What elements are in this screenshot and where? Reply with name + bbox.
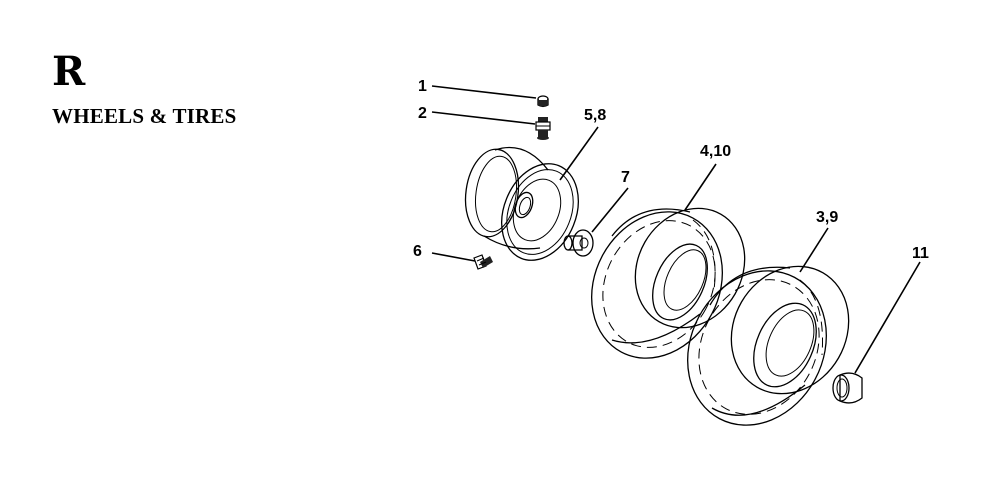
callout-1: 1 <box>418 78 427 95</box>
section-title: WHEELS & TIRES <box>52 104 237 128</box>
bushing-part <box>563 229 594 257</box>
callout-7: 7 <box>621 169 630 186</box>
tire-small-part <box>591 207 746 359</box>
grease-fitting-part <box>473 254 493 270</box>
tire-large-part <box>687 265 850 426</box>
callout-2: 2 <box>418 105 427 122</box>
section-letter: R <box>52 48 86 95</box>
valve-stem-part <box>535 117 551 140</box>
callout-5-8: 5,8 <box>584 107 606 124</box>
hub-cap-part <box>832 372 863 404</box>
callout-3-9: 3,9 <box>816 209 838 226</box>
wheel-rim-part <box>464 146 579 261</box>
callout-4-10: 4,10 <box>700 143 731 160</box>
callout-11: 11 <box>912 245 929 262</box>
valve-cap-part <box>537 95 549 108</box>
callout-6: 6 <box>413 243 422 260</box>
